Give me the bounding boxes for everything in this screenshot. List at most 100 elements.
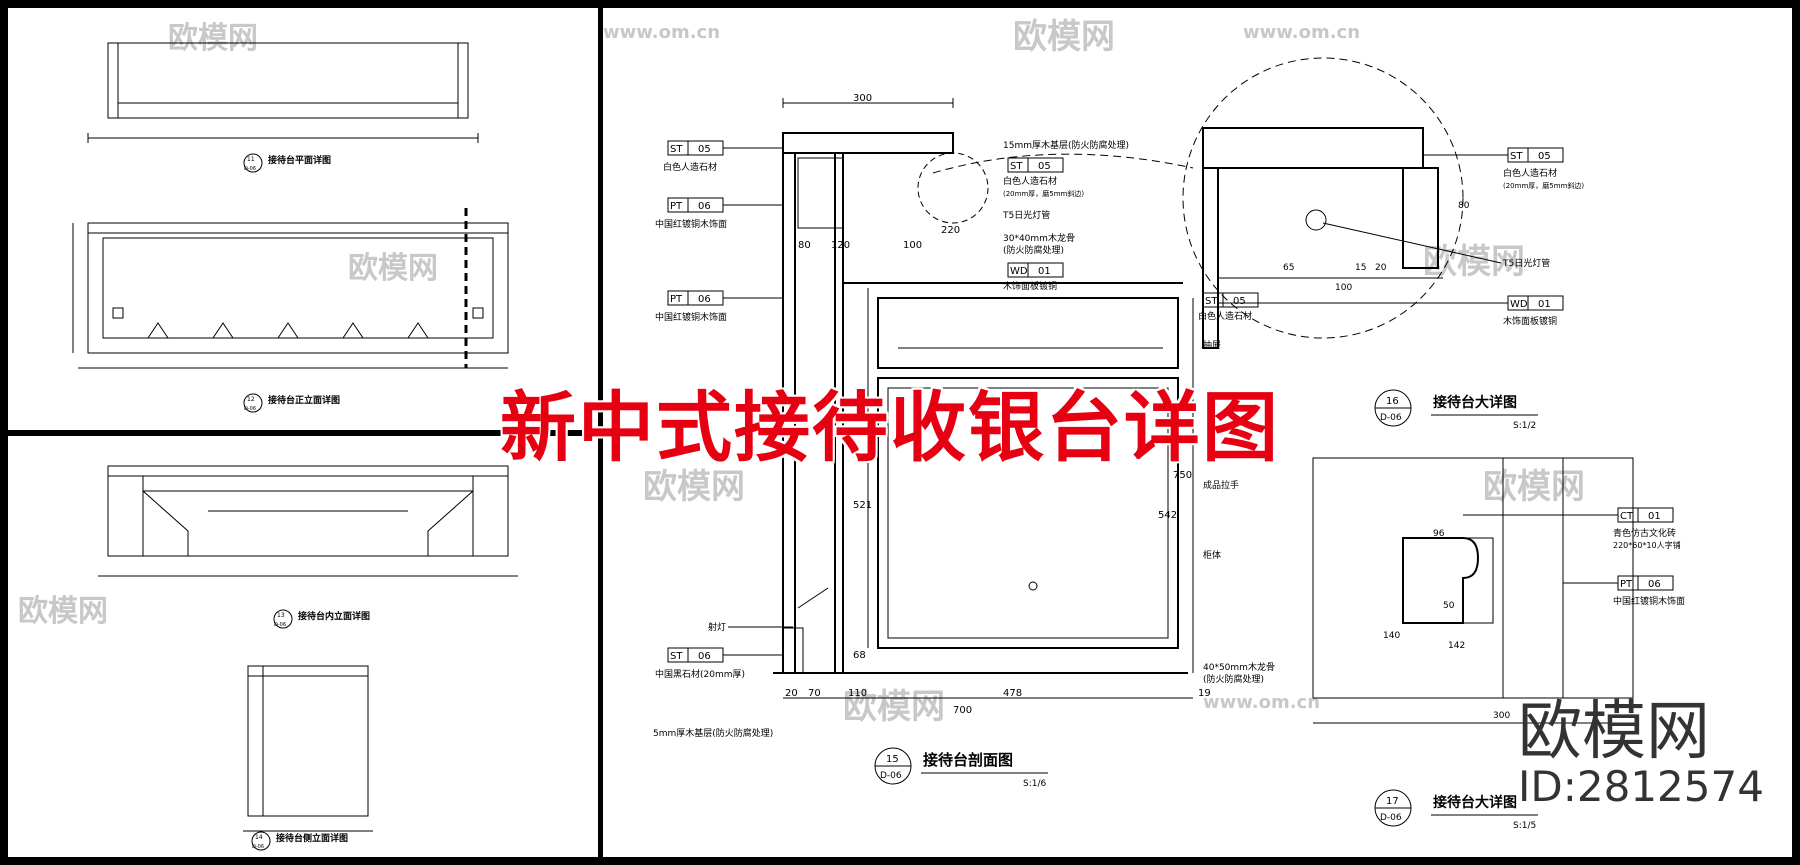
- svg-text:中国红镀铜木饰面: 中国红镀铜木饰面: [655, 218, 727, 230]
- dim-120: 120: [831, 240, 850, 251]
- note-top-board: 15mm厚木基层(防火防腐处理): [1003, 139, 1129, 151]
- side-callout: [251, 831, 271, 851]
- section-title: 接待台剖面图: [923, 751, 1013, 769]
- plan-title: 接待台平面详图: [268, 154, 331, 166]
- plan-callout: [243, 153, 263, 173]
- svg-text:06: 06: [1648, 579, 1661, 590]
- plan-and-front-elevation-panel: 欧模网 欧模网 11 D-06 接待台平面详图 12 D-06 接待台正立面详图: [8, 8, 598, 430]
- watermark-url: www.om.cn: [1243, 22, 1360, 43]
- note-spot: 射灯: [708, 621, 726, 633]
- svg-text:05: 05: [698, 144, 711, 155]
- note-cabinet: 柜体: [1203, 549, 1221, 561]
- page-title: 新中式接待收银台详图: [500, 383, 1280, 472]
- note-keel2: 40*50mm木龙骨: [1203, 661, 1275, 673]
- section-scale: S:1/6: [1023, 779, 1047, 789]
- elevation-number: 12: [247, 396, 255, 403]
- tag-pt06-left-2: PT 06 中国红镀铜木饰面: [655, 290, 783, 323]
- side-elevation-outline: [247, 665, 369, 817]
- side-number: 14: [255, 834, 263, 841]
- dim-542: 542: [1158, 510, 1177, 521]
- svg-text:ST: ST: [670, 651, 683, 662]
- watermark: 欧模网: [348, 251, 438, 286]
- d16-sheet: D-06: [1380, 413, 1402, 423]
- d16-light: T5日光灯管: [1502, 257, 1550, 269]
- d16-scale: S:1/2: [1513, 421, 1536, 431]
- svg-text:ST: ST: [1205, 296, 1218, 307]
- note-keel-sub: (防火防腐处理): [1003, 244, 1064, 256]
- inner-side-elevation-drawing: 欧模网 13 D-06 接待台内立面详图 14 D-06 接待台侧立面详图: [18, 465, 518, 851]
- svg-text:白色人造石材: 白色人造石材: [663, 161, 717, 173]
- svg-text:木饰面板镀铜: 木饰面板镀铜: [1503, 315, 1557, 327]
- d17-title: 接待台大详图: [1433, 794, 1517, 811]
- svg-text:(20mm厚，磨5mm斜边): (20mm厚，磨5mm斜边): [1503, 181, 1584, 190]
- svg-text:06: 06: [698, 651, 711, 662]
- watermark: 欧模网: [168, 21, 258, 56]
- svg-text:白色人造石材: 白色人造石材: [1198, 310, 1252, 322]
- plan-number: 11: [247, 156, 255, 163]
- svg-text:WD: WD: [1010, 266, 1028, 277]
- svg-text:ST: ST: [670, 144, 683, 155]
- watermark: 欧模网: [18, 594, 108, 629]
- svg-text:01: 01: [1648, 511, 1661, 522]
- note-keel2-sub: (防火防腐处理): [1203, 673, 1264, 685]
- svg-text:220*60*10人字铺: 220*60*10人字铺: [1613, 540, 1681, 550]
- svg-text:木饰面板镀铜: 木饰面板镀铜: [1003, 280, 1057, 292]
- plan-sheet: D-06: [244, 166, 256, 172]
- watermark: 欧模网: [643, 467, 745, 507]
- note-light: T5日光灯管: [1002, 209, 1050, 221]
- brand-logo: 欧模网: [1518, 695, 1710, 769]
- inner-elevation-outline: [107, 465, 509, 557]
- tag-ct01-detail17: CT 01 青色仿古文化砖 220*60*10人字铺: [1463, 507, 1681, 550]
- svg-text:中国红镀铜木饰面: 中国红镀铜木饰面: [1613, 595, 1685, 607]
- svg-text:01: 01: [1538, 299, 1551, 310]
- watermark-url: www.om.cn: [603, 22, 720, 43]
- dim-b20: 20: [785, 688, 798, 699]
- svg-text:WD: WD: [1510, 299, 1528, 310]
- svg-text:青色仿古文化砖: 青色仿古文化砖: [1613, 527, 1676, 539]
- section-15: [773, 98, 1194, 699]
- dim-b70: 70: [808, 688, 821, 699]
- side-title: 接待台侧立面详图: [276, 832, 348, 844]
- note-base: 5mm厚木基层(防火防腐处理): [653, 727, 773, 739]
- svg-text:CT: CT: [1620, 511, 1634, 522]
- brand-id: ID:2812574: [1518, 762, 1764, 811]
- front-elevation-outline: [87, 222, 509, 354]
- svg-text:PT: PT: [670, 201, 683, 212]
- dim-100: 100: [903, 240, 922, 251]
- section-detail-drawing: www.om.cn www.om.cn 欧模网 欧模网 欧模网 欧模网 欧模网 …: [603, 17, 1685, 831]
- svg-text:01: 01: [1038, 266, 1051, 277]
- tag-wd01-detail16: WD 01 木饰面板镀铜: [1218, 295, 1564, 327]
- elevation-sheet: D-06: [244, 406, 256, 412]
- svg-text:ST: ST: [1510, 151, 1523, 162]
- d16-dim-20: 20: [1375, 263, 1387, 273]
- tag-st06-left: ST 06 中国黑石材(20mm厚): [655, 647, 783, 680]
- detail-17: [1312, 457, 1634, 699]
- plan-outline: [107, 42, 469, 119]
- svg-text:PT: PT: [670, 294, 683, 305]
- tag-pt06-detail17: PT 06 中国红镀铜木饰面: [1563, 575, 1685, 607]
- section-sheet: D-06: [880, 771, 902, 781]
- svg-text:白色人造石材: 白色人造石材: [1003, 175, 1057, 187]
- tag-st05-left: ST 05 白色人造石材: [663, 140, 783, 173]
- watermark: 欧模网: [1483, 467, 1585, 507]
- d16-dim-80: 80: [1458, 201, 1470, 211]
- tag-pt06-left-1: PT 06 中国红镀铜木饰面: [655, 197, 783, 230]
- dim-68: 68: [853, 650, 866, 661]
- dim-80: 80: [798, 240, 811, 251]
- tag-wd01-section: WD 01 木饰面板镀铜: [1003, 262, 1064, 292]
- dim-220: 220: [941, 225, 960, 236]
- tag-st05-section-right: ST 05 白色人造石材 (20mm厚，磨5mm斜边): [1003, 157, 1084, 198]
- dim-b700: 700: [953, 705, 972, 716]
- svg-text:05: 05: [1038, 161, 1051, 172]
- d17-number: 17: [1386, 796, 1399, 807]
- d17-dim-50: 50: [1443, 601, 1455, 611]
- d17-scale: S:1/5: [1513, 821, 1536, 831]
- inner-callout: [273, 609, 293, 629]
- inner-sheet: D-06: [274, 622, 286, 628]
- plan-elevation-drawing: 欧模网 欧模网 11 D-06 接待台平面详图 12 D-06 接待台正立面详图: [72, 21, 509, 413]
- inner-and-side-elevation-panel: 欧模网 13 D-06 接待台内立面详图 14 D-06 接待台侧立面详图: [8, 436, 598, 857]
- dim-b110: 110: [848, 688, 867, 699]
- d17-sheet: D-06: [1380, 813, 1402, 823]
- dim-521: 521: [853, 500, 872, 511]
- section-and-detail-panel: www.om.cn www.om.cn 欧模网 欧模网 欧模网 欧模网 欧模网 …: [603, 8, 1792, 857]
